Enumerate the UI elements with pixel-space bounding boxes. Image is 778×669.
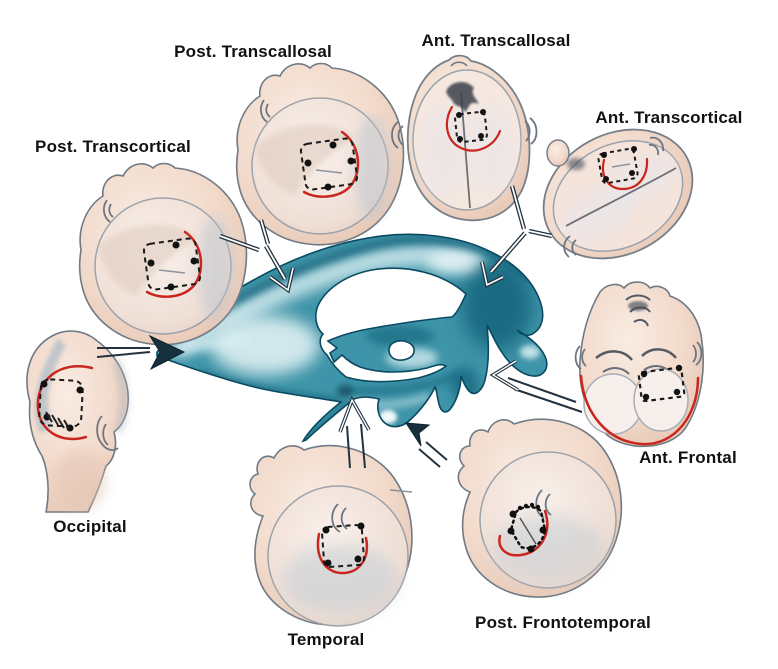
head-occipital	[26, 330, 129, 513]
head-ant-transcortical	[542, 128, 694, 260]
craniotomy-marking	[454, 109, 488, 143]
arrow-ant-frontal	[489, 359, 583, 413]
closed-eye-left	[602, 367, 630, 375]
head-post-transcallosal	[235, 62, 405, 246]
arrowhead-icon	[148, 334, 186, 371]
ear-icon	[391, 121, 404, 149]
arrow-anterior-fork	[480, 185, 553, 288]
head-ant-transcallosal	[391, 54, 538, 222]
scalp-incision-line	[498, 509, 549, 557]
scalp-flap	[34, 338, 66, 433]
ear-icon	[96, 415, 119, 451]
sinus-hatching	[45, 411, 71, 431]
head-post-frontotemporal	[457, 418, 623, 598]
label-ant-transcortical: Ant. Transcortical	[595, 108, 743, 127]
sagittal-midline	[565, 167, 677, 227]
label-post-transcallosal: Post. Transcallosal	[174, 42, 332, 61]
scalp-incision-line	[601, 157, 649, 191]
ear-icon	[331, 503, 348, 533]
ventricle-outline	[156, 233, 548, 443]
label-temporal: Temporal	[287, 630, 365, 649]
arrow-posterior-fork	[219, 219, 295, 294]
arrowhead-icon	[405, 422, 431, 447]
eyebrow-right	[641, 348, 677, 359]
craniotomy-marking	[321, 522, 365, 568]
arrow-occipital	[96, 334, 186, 371]
eyebrow-left	[595, 350, 633, 361]
ear-icon	[260, 99, 271, 123]
craniotomy-marking	[637, 364, 686, 403]
scalp-incision-line	[36, 365, 94, 441]
craniotomy-marking	[299, 137, 359, 191]
ear-icon	[574, 345, 587, 370]
scalp-incision-line	[445, 105, 502, 152]
ear-icon	[524, 117, 538, 145]
scalp-incision-line	[316, 532, 369, 575]
label-ant-frontal: Ant. Frontal	[639, 448, 737, 467]
label-post-frontotemporal: Post. Frontotemporal	[475, 613, 651, 632]
ear-icon	[692, 341, 703, 366]
ear-icon	[563, 235, 577, 258]
ear-icon	[648, 136, 664, 156]
arrow-temporal	[338, 395, 371, 469]
frontal-lobe-left	[583, 373, 643, 435]
craniotomy-marking	[507, 502, 547, 553]
label-occipital: Occipital	[53, 517, 127, 536]
head-ant-frontal	[574, 281, 704, 448]
scalp-incision-line	[579, 374, 700, 446]
head-temporal	[249, 444, 413, 627]
head-post-transcortical	[80, 164, 247, 345]
arrow-post-frontotemporal	[405, 422, 448, 468]
label-ant-transcallosal: Ant. Transcallosal	[421, 31, 571, 50]
craniotomy-marking	[597, 146, 639, 185]
craniotomy-marking	[38, 378, 84, 432]
label-post-transcortical: Post. Transcortical	[35, 137, 191, 156]
